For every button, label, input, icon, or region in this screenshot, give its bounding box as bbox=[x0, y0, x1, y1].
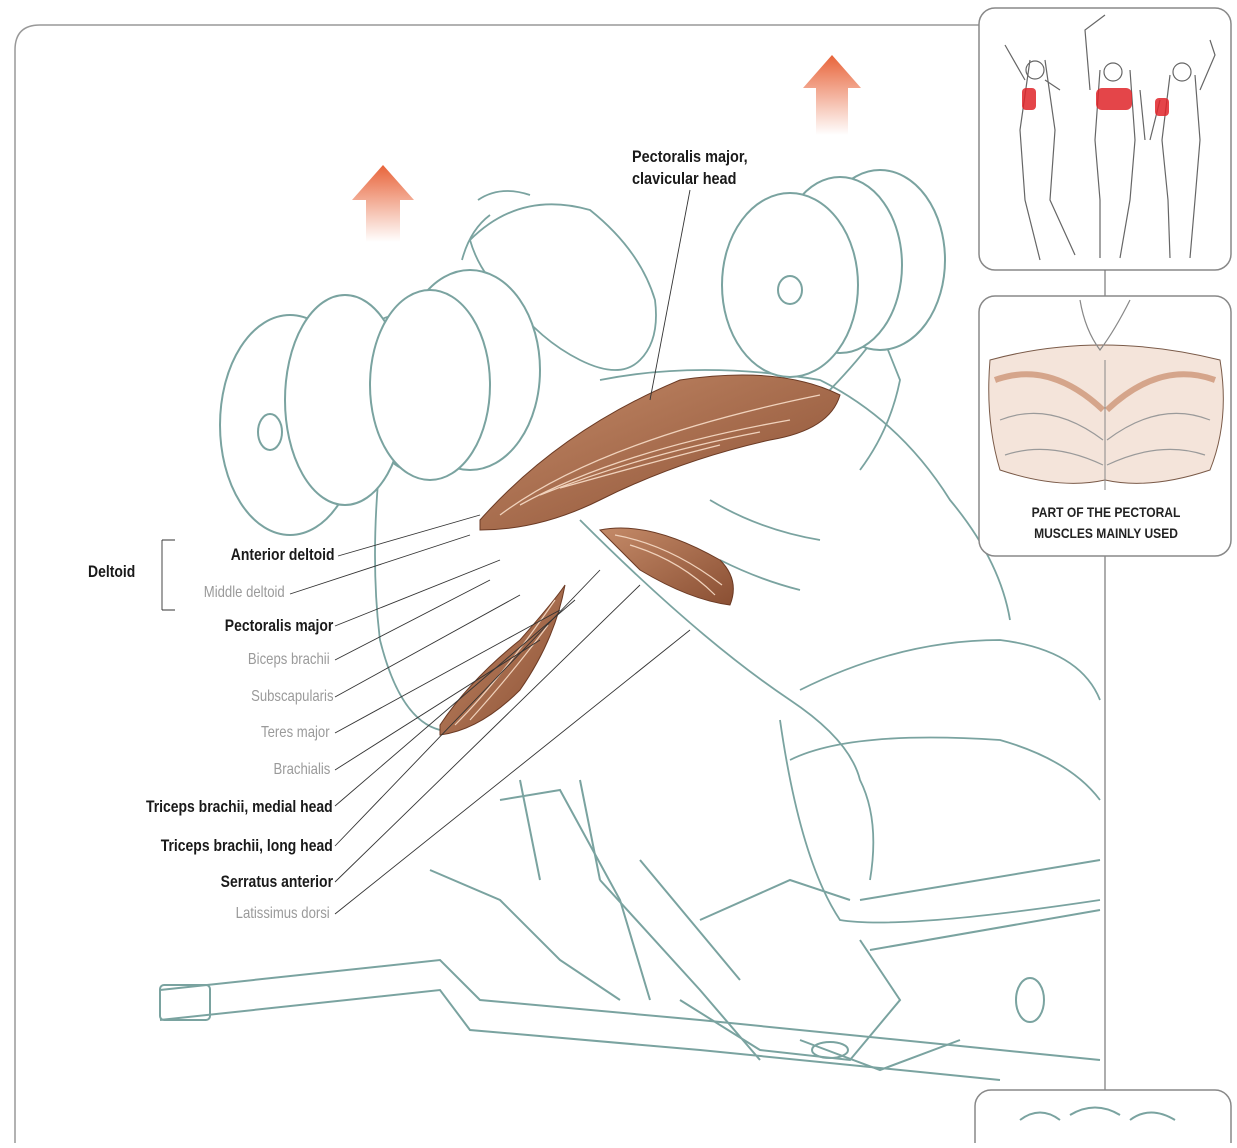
label-pectoralis-major: Pectoralis major bbox=[225, 616, 333, 636]
label-triceps-medial-head: Triceps brachii, medial head bbox=[146, 797, 333, 817]
label-latissimus-dorsi: Latissimus dorsi bbox=[236, 905, 330, 923]
up-arrow-left-icon bbox=[352, 165, 414, 242]
label-teres-major: Teres major bbox=[261, 724, 330, 742]
dumbbell-left bbox=[220, 270, 540, 535]
label-subscapularis: Subscapularis bbox=[251, 688, 333, 706]
main-frame bbox=[15, 25, 1085, 1143]
incline-bench bbox=[160, 780, 1100, 1080]
label-deltoid-group: Deltoid bbox=[88, 562, 135, 582]
inset-caption-line2: MUSCLES MAINLY USED bbox=[1005, 523, 1208, 544]
label-pectoralis-clavicular-line1: Pectoralis major, bbox=[632, 146, 748, 168]
dumbbell-right bbox=[722, 170, 945, 377]
label-pectoralis-clavicular-line2: clavicular head bbox=[632, 168, 748, 190]
label-anterior-deltoid: Anterior deltoid bbox=[231, 545, 335, 565]
label-triceps-long-head: Triceps brachii, long head bbox=[161, 836, 333, 856]
inset-bottom-panel bbox=[975, 1090, 1231, 1143]
label-brachialis: Brachialis bbox=[273, 761, 330, 779]
up-arrow-right-icon bbox=[803, 55, 861, 135]
label-middle-deltoid: Middle deltoid bbox=[204, 584, 285, 602]
inset-full-body-panel bbox=[979, 8, 1231, 270]
inset-caption-line1: PART OF THE PECTORAL bbox=[1005, 502, 1208, 523]
label-biceps-brachii: Biceps brachii bbox=[248, 651, 330, 669]
label-pectoralis-clavicular: Pectoralis major, clavicular head bbox=[632, 146, 748, 190]
label-serratus-anterior: Serratus anterior bbox=[221, 872, 333, 892]
inset-caption: PART OF THE PECTORAL MUSCLES MAINLY USED bbox=[1005, 502, 1208, 544]
